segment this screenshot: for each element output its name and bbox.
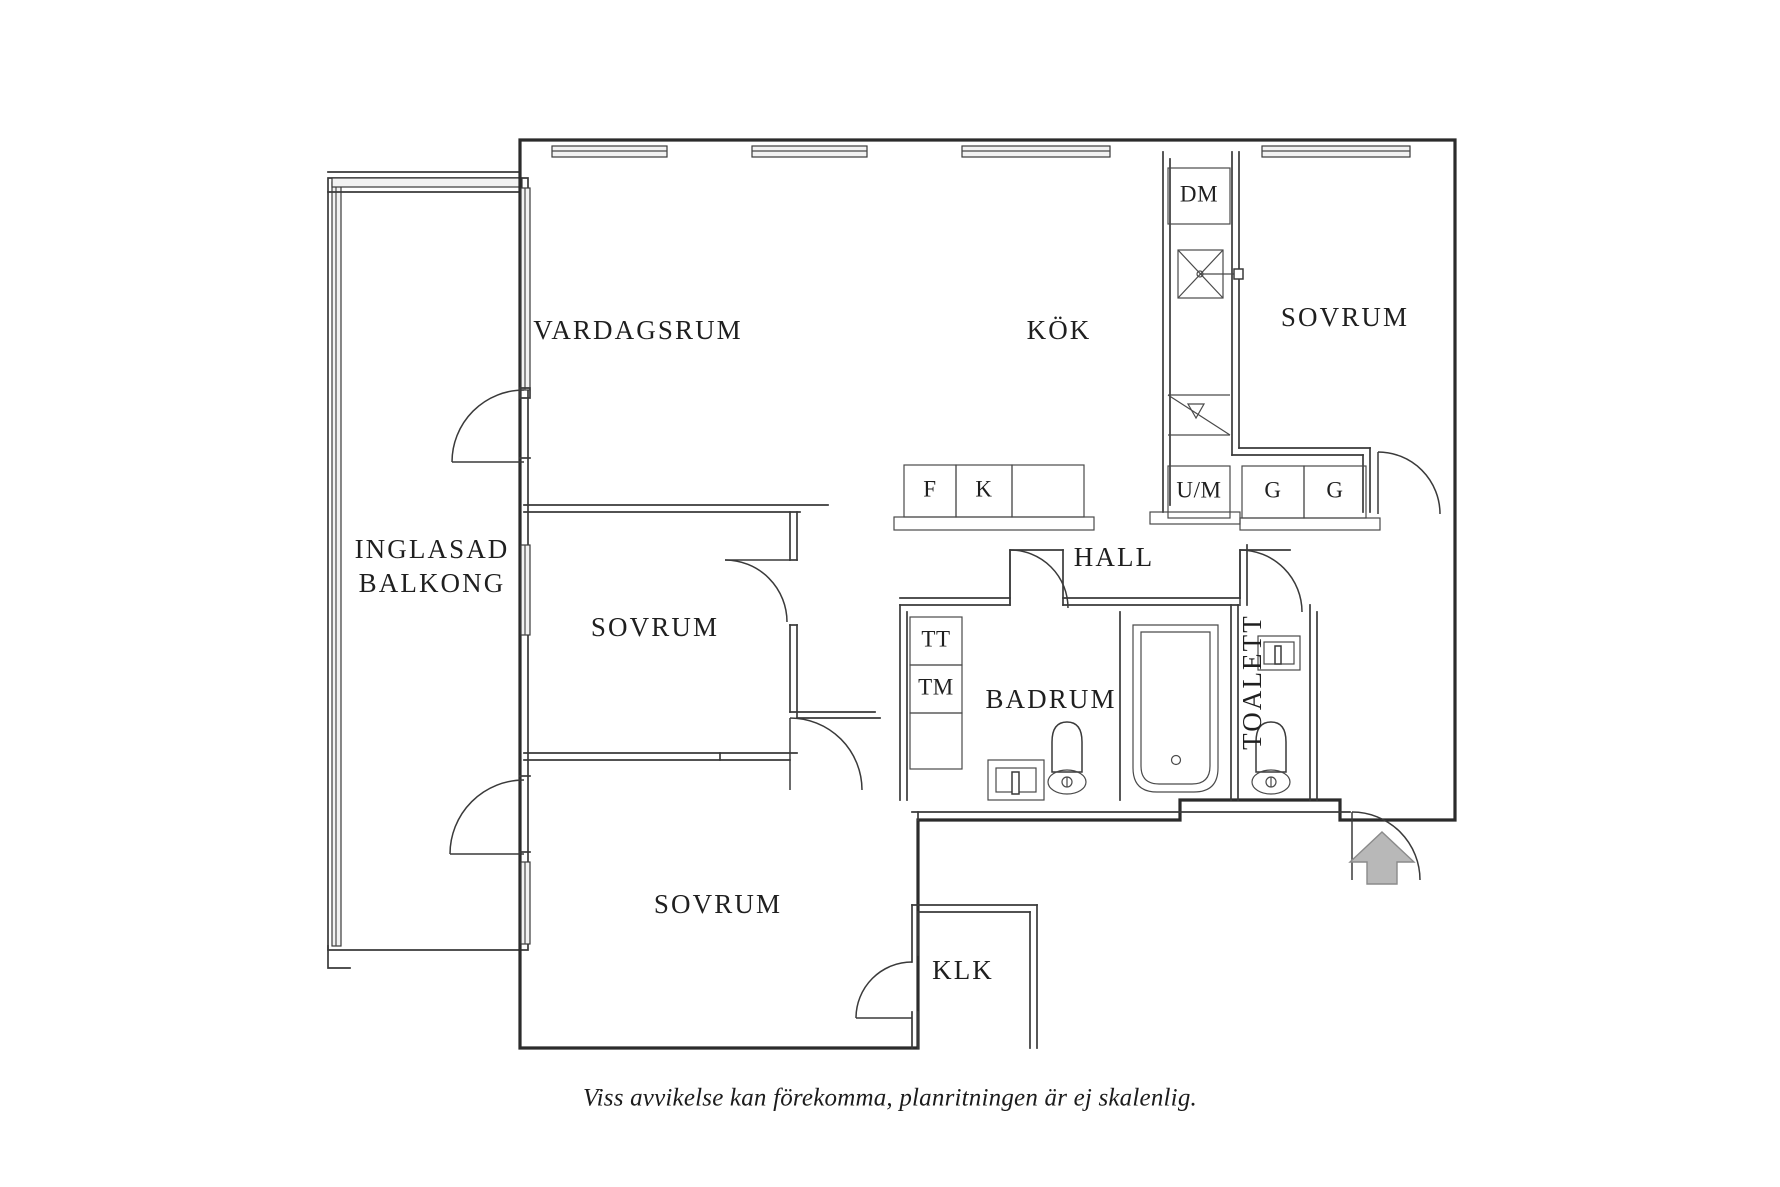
- room-label-toalett: TOALETT: [1237, 614, 1267, 750]
- appliance-label-g1: G: [1264, 477, 1281, 502]
- room-label-hall: HALL: [1074, 542, 1154, 572]
- apartment-outer-walls: [518, 138, 1457, 1050]
- room-label-kok: KÖK: [1027, 315, 1092, 345]
- appliance-label-k: K: [975, 476, 992, 501]
- plan-disclaimer-caption: Viss avvikelse kan förekomma, planritnin…: [583, 1085, 1197, 1112]
- exterior-windows-west: [520, 187, 531, 945]
- wardrobe-units: [1239, 465, 1381, 531]
- bathtub-icon: [1132, 624, 1219, 793]
- balcony-structure: [327, 171, 529, 969]
- sink-icon: [987, 759, 1045, 801]
- room-label-sovrum-mid: SOVRUM: [591, 612, 719, 642]
- door-swings: [449, 387, 1441, 1019]
- kitchen-appliance-column: [1149, 167, 1244, 525]
- toilet-icon: [1047, 721, 1087, 795]
- toilet-icon-wc: [1251, 721, 1291, 795]
- exterior-windows-top: [551, 145, 1411, 158]
- sink-icon-wc: [1257, 635, 1301, 671]
- bathroom-fixtures: [987, 624, 1219, 801]
- room-label-sovrum-sw: SOVRUM: [654, 889, 782, 919]
- room-label-badrum: BADRUM: [985, 684, 1116, 714]
- appliance-label-g2: G: [1326, 477, 1343, 502]
- interior-walls: [523, 151, 1371, 1049]
- room-label-balkong: BALKONG: [359, 568, 506, 598]
- wc-fixtures: [1251, 635, 1301, 795]
- room-label-inglasad: INGLASAD: [355, 534, 510, 564]
- appliance-label-tm: TM: [918, 674, 954, 699]
- laundry-units: [909, 616, 963, 770]
- room-label-sovrum-ne: SOVRUM: [1281, 302, 1409, 332]
- kitchen-counter-units: [893, 464, 1095, 531]
- appliance-label-tt: TT: [921, 626, 950, 651]
- room-label-vardagsrum: VARDAGSRUM: [533, 315, 743, 345]
- appliance-label-dm: DM: [1180, 181, 1218, 206]
- entrance-arrow-icon: [1348, 831, 1416, 885]
- appliance-label-um: U/M: [1176, 477, 1221, 502]
- room-label-klk: KLK: [932, 955, 994, 985]
- appliance-label-f: F: [923, 476, 936, 501]
- appliance-labels: DM U/M F K G G TT TM: [918, 181, 1343, 699]
- room-labels: VARDAGSRUM KÖK SOVRUM INGLASAD BALKONG S…: [355, 302, 1409, 985]
